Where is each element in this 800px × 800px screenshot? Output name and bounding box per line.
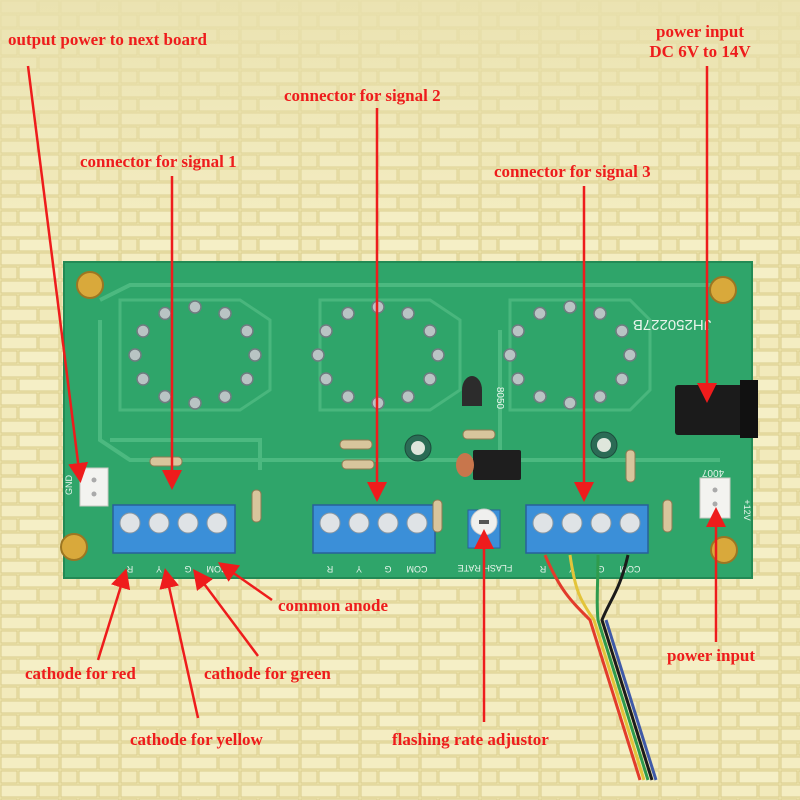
- solder-joint: [563, 300, 577, 314]
- ribbon-cable: [543, 554, 658, 781]
- solder-joint: [431, 348, 445, 362]
- transistor-silkscreen: 8050: [494, 387, 505, 410]
- terminal-screw-icon: [177, 512, 199, 534]
- solder-joint: [533, 389, 547, 404]
- pin-label-r: R: [539, 564, 546, 574]
- terminal-screw-icon: [206, 512, 228, 534]
- solder-joint: [158, 389, 172, 404]
- screw-icon: [710, 536, 738, 564]
- solder-joint: [593, 306, 607, 321]
- screw-icon: [709, 276, 737, 304]
- terminal-screw-icon: [532, 512, 554, 534]
- solder-joint: [533, 306, 547, 321]
- screw-icon: [60, 533, 88, 561]
- board-id-silkscreen: JH250227B: [633, 316, 711, 333]
- flash-rate-potentiometer: [467, 508, 501, 549]
- solder-joint: [511, 372, 525, 386]
- solder-joint: [128, 348, 142, 362]
- solder-joint: [401, 389, 415, 404]
- j2-gnd-label: GND: [64, 475, 74, 496]
- solder-joint: [311, 348, 325, 362]
- electrolytic-capacitors: [404, 431, 618, 462]
- diode-silkscreen: 4007: [701, 467, 724, 478]
- terminal-screw-icon: [406, 512, 428, 534]
- solder-joint: [136, 324, 150, 338]
- transistor-8050: [462, 376, 482, 406]
- label-signal-2: connector for signal 2: [284, 86, 441, 105]
- solder-joint: [615, 372, 629, 386]
- label-flashing-rate: flashing rate adjustor: [392, 730, 549, 749]
- terminal-screw-icon: [561, 512, 583, 534]
- label-power-input-line1: power input: [655, 22, 744, 41]
- solder-joint: [188, 396, 202, 410]
- pin-label-g: G: [384, 564, 391, 574]
- terminal-screw-icon: [148, 512, 170, 534]
- solder-joint: [341, 306, 355, 321]
- solder-joint: [623, 348, 637, 362]
- pin-label-g: G: [184, 564, 191, 574]
- pin-label-y: Y: [356, 564, 362, 574]
- label-signal-1: connector for signal 1: [80, 152, 237, 171]
- arrow-output-power: [26, 65, 89, 483]
- solder-joint: [615, 324, 629, 338]
- background-blur: [0, 0, 800, 240]
- solder-joint: [401, 306, 415, 321]
- solder-joint: [563, 396, 577, 410]
- pin-label-r: R: [326, 564, 333, 574]
- ceramic-capacitor: [456, 453, 474, 477]
- j1-12v-label: +12V: [742, 499, 752, 520]
- terminal-screw-icon: [319, 512, 341, 534]
- solder-joint: [503, 348, 517, 362]
- resistors: [149, 429, 673, 533]
- solder-joint: [218, 389, 232, 404]
- pin-label-com: COM: [207, 564, 228, 574]
- terminal-screw-icon: [377, 512, 399, 534]
- label-signal-3: connector for signal 3: [494, 162, 651, 181]
- label-cathode-yellow: cathode for yellow: [130, 730, 263, 749]
- dc-power-jack: [675, 380, 758, 438]
- screw-icon: [76, 271, 104, 299]
- label-power-input: power input: [667, 646, 756, 665]
- output-power-connector-j2: [79, 467, 109, 507]
- pin-label-com: COM: [407, 564, 428, 574]
- solder-joint: [319, 324, 333, 338]
- arrow-common-anode: [217, 562, 273, 602]
- label-output-power: output power to next board: [8, 30, 207, 49]
- solder-joint: [218, 306, 232, 321]
- pin-label-g: G: [597, 564, 604, 574]
- label-cathode-red: cathode for red: [25, 664, 136, 683]
- label-cathode-green: cathode for green: [204, 664, 331, 683]
- solder-joint: [319, 372, 333, 386]
- solder-joint: [188, 300, 202, 314]
- solder-joint: [158, 306, 172, 321]
- terminal-screw-icon: [348, 512, 370, 534]
- label-power-input-dc: power input DC 6V to 14V: [625, 22, 775, 62]
- solder-joint: [423, 324, 437, 338]
- annotation-arrows: [26, 65, 726, 722]
- solder-joint: [341, 389, 355, 404]
- label-power-input-line2: DC 6V to 14V: [649, 42, 751, 61]
- arrow-cathode-green: [193, 568, 260, 657]
- arrow-cathode-yellow: [159, 568, 200, 719]
- ic-chip: [473, 450, 521, 480]
- arrow-cathode-red: [96, 568, 131, 661]
- terminal-screw-icon: [619, 512, 641, 534]
- solder-joint: [136, 372, 150, 386]
- mounting-screws: [60, 271, 738, 564]
- terminal-screw-icon: [590, 512, 612, 534]
- label-common-anode: common anode: [278, 596, 389, 615]
- solder-joint: [240, 372, 254, 386]
- pin-label-r: R: [126, 564, 133, 574]
- pin-label-y: Y: [156, 564, 162, 574]
- solder-joint: [511, 324, 525, 338]
- pin-label-com: COM: [620, 564, 641, 574]
- solder-joint: [423, 372, 437, 386]
- terminal-screw-icon: [119, 512, 141, 534]
- solder-joint: [248, 348, 262, 362]
- solder-joint: [593, 389, 607, 404]
- solder-joint: [240, 324, 254, 338]
- terminal-blocks: [112, 504, 649, 554]
